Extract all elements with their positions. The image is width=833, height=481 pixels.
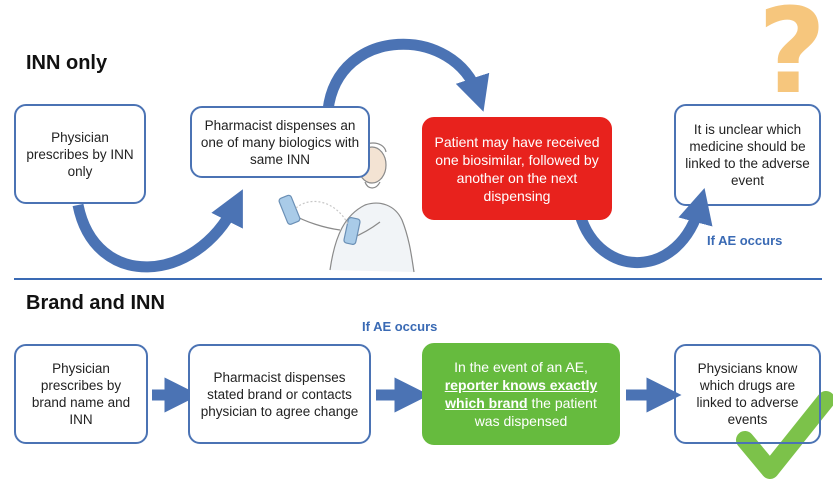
section-title-brand-and-inn: Brand and INN bbox=[26, 292, 165, 314]
reporter-text-part1: In the event of an AE, bbox=[454, 359, 588, 375]
pharmacist-illustration bbox=[278, 142, 415, 273]
bottom-box-physician-brand-text: Physician prescribes by brand name and I… bbox=[31, 361, 131, 427]
reporter-text-part2: the patient was dispensed bbox=[474, 395, 597, 429]
top-box-patient-switch: Patient may have received one biosimilar… bbox=[422, 117, 612, 220]
bottom-box-physicians-know-text: Physicians know which drugs are linked t… bbox=[696, 361, 799, 427]
top-if-ae-occurs-label: If AE occurs bbox=[707, 233, 783, 248]
top-box-patient-switch-text: Patient may have received one biosimilar… bbox=[434, 133, 600, 204]
bottom-box-pharmacist-brand: Pharmacist dispenses stated brand or con… bbox=[188, 344, 371, 444]
top-box-physician-inn-text: Physician prescribes by INN only bbox=[26, 129, 134, 179]
top-box-physician-inn: Physician prescribes by INN only bbox=[14, 104, 146, 204]
question-mark-icon: ? bbox=[758, 0, 826, 120]
bottom-box-reporter-knows: In the event of an AE, reporter knows ex… bbox=[422, 343, 620, 445]
reporter-text-emphasis: reporter knows exactly which brand bbox=[444, 377, 598, 411]
top-box-unclear-medicine: It is unclear which medicine should be l… bbox=[674, 104, 821, 206]
checkmark-icon bbox=[736, 391, 833, 479]
bottom-if-ae-occurs-label: If AE occurs bbox=[362, 319, 438, 334]
bottom-box-pharmacist-brand-text: Pharmacist dispenses stated brand or con… bbox=[200, 369, 359, 419]
bottom-box-physician-brand: Physician prescribes by brand name and I… bbox=[14, 344, 148, 444]
top-box-unclear-medicine-text: It is unclear which medicine should be l… bbox=[685, 122, 810, 188]
curved-arrow-box2-to-box3 bbox=[322, 38, 490, 112]
bottom-box-reporter-knows-text: In the event of an AE, reporter knows ex… bbox=[432, 358, 610, 430]
curved-arrow-box3-to-box4 bbox=[574, 187, 713, 268]
svg-text:?: ? bbox=[758, 0, 826, 120]
top-box-pharmacist-text: Pharmacist dispenses an one of many biol… bbox=[200, 117, 360, 167]
section-title-inn-only: INN only bbox=[26, 52, 108, 74]
curved-arrow-box1-to-box2 bbox=[72, 189, 243, 273]
bottom-box-physicians-know: Physicians know which drugs are linked t… bbox=[674, 344, 821, 444]
top-box-pharmacist: Pharmacist dispenses an one of many biol… bbox=[190, 106, 370, 178]
